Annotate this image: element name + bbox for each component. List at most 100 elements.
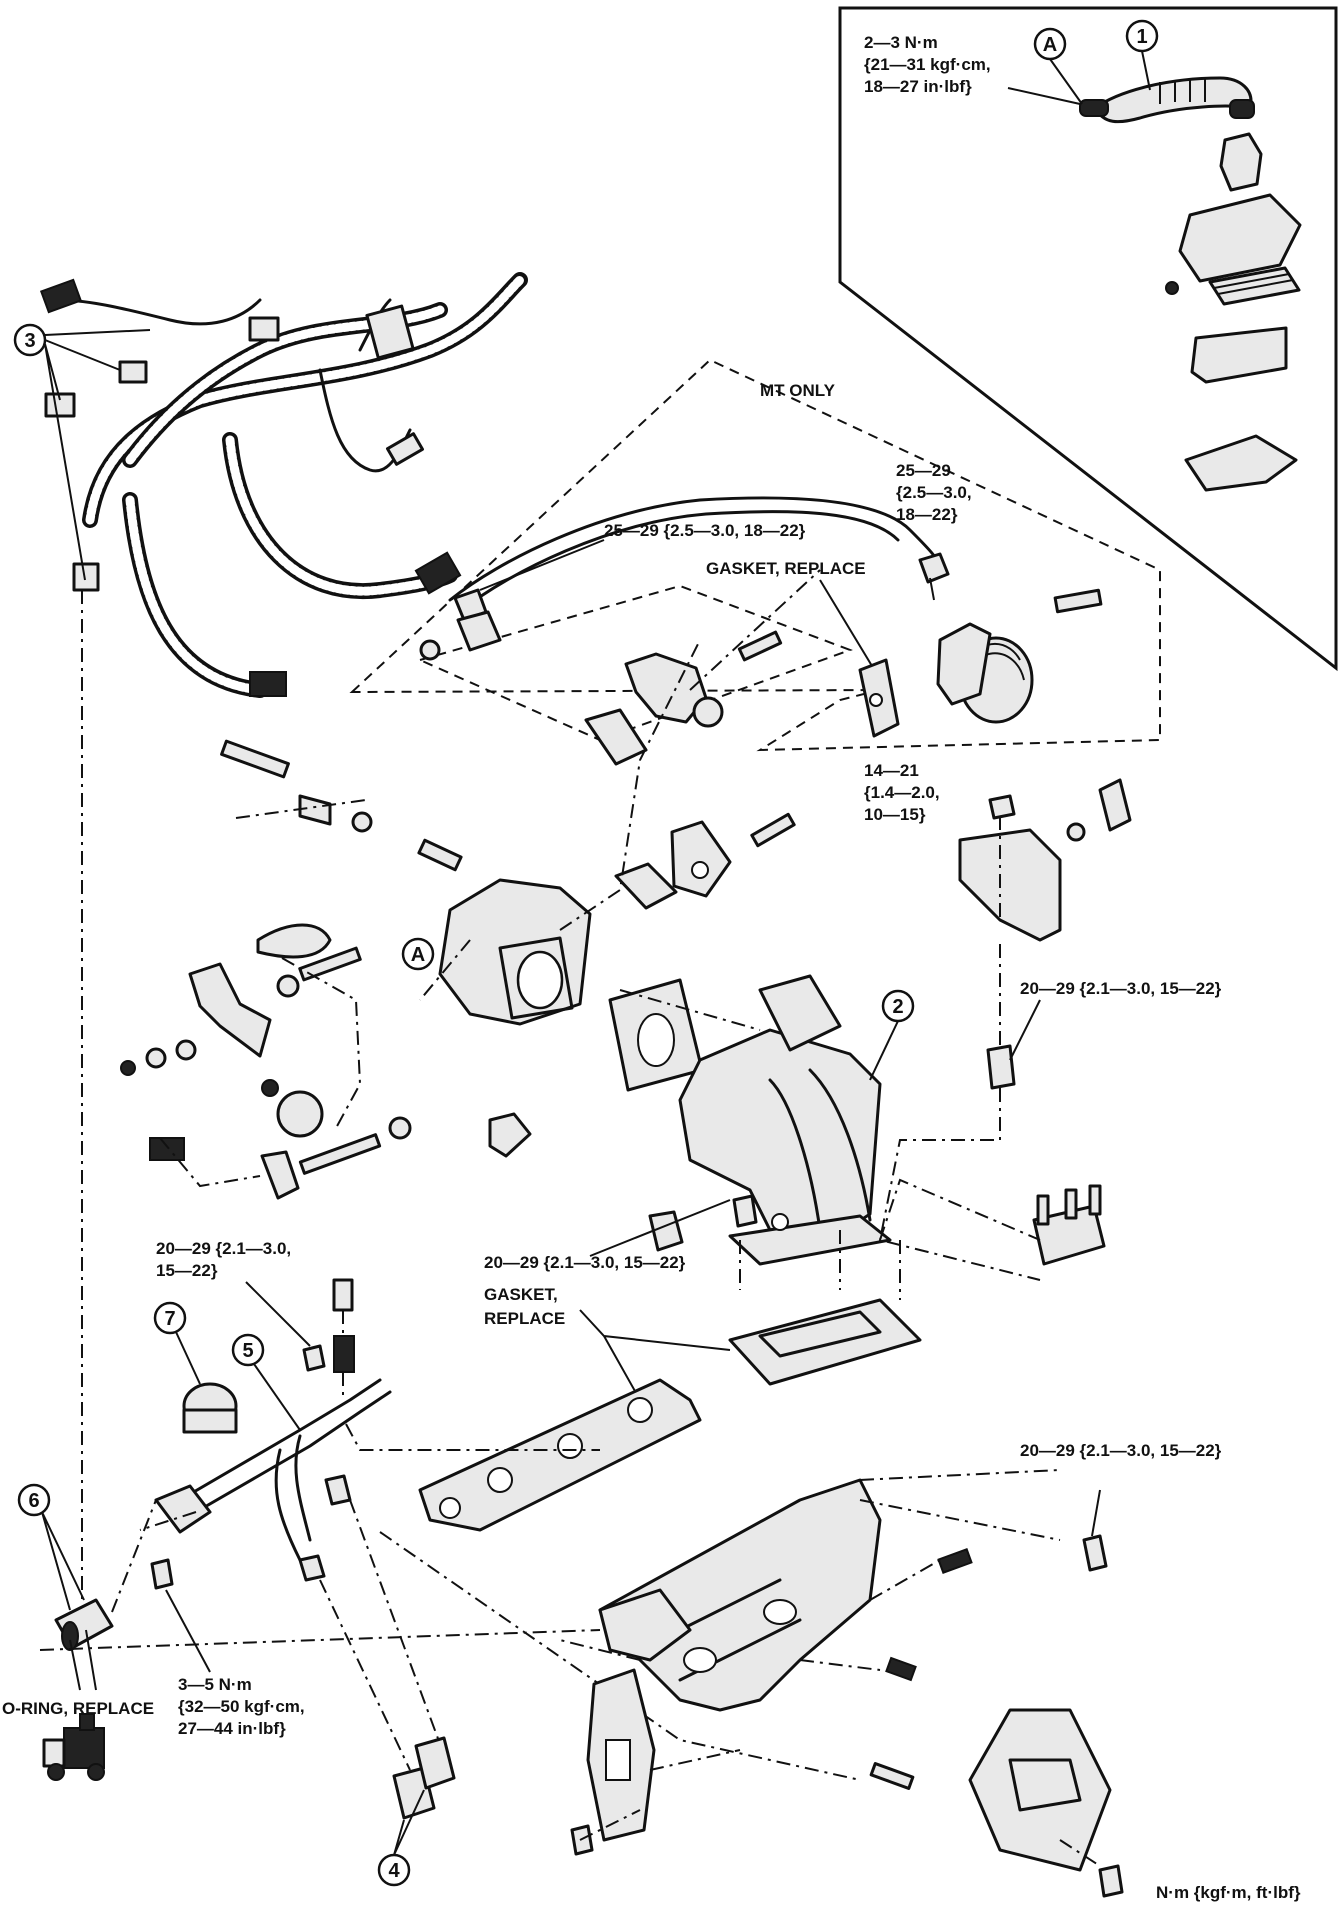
torque-20-29-right: 20—29 {2.1—3.0, 15—22} — [1020, 979, 1222, 998]
plenum-gasket — [728, 1298, 922, 1386]
inset-torque-line2: {21—31 kgf·cm, — [864, 55, 991, 74]
tps-gasket — [614, 862, 678, 910]
callout-6 — [17, 1483, 51, 1517]
linkage-washer — [276, 974, 300, 998]
vacuum-hose-connector-b — [414, 1736, 456, 1790]
harness-connector — [414, 551, 462, 595]
duct-clamp-b — [1229, 99, 1255, 119]
intake-plenum: 2 20—29 {2.1—3.0, 15—22} GASKET, REPLACE — [484, 974, 922, 1401]
fresh-air-duct — [1093, 76, 1253, 124]
wiring-harness: 3 — [13, 272, 528, 698]
intake-plenum-body — [678, 1028, 882, 1236]
gasket-replace-top: GASKET, REPLACE — [706, 559, 866, 578]
units-legend: N·m {kgf·m, ft·lbf} — [1156, 1883, 1301, 1902]
callout-5-text: 5 — [242, 1340, 253, 1362]
callout-A-throttle — [401, 937, 435, 971]
throttle-body — [438, 878, 592, 1026]
plenum-flange — [728, 1214, 892, 1266]
harness-connector — [365, 304, 415, 360]
plenum-throttle-face — [758, 974, 842, 1052]
water-hose-elbow — [488, 1112, 532, 1158]
harness-connector — [44, 392, 76, 418]
intake-manifold: 20—29 {2.1—3.0, 15—22} — [379, 1378, 1222, 1898]
pipe-fitting-right — [918, 552, 950, 584]
manifold-support-bracket — [968, 1708, 1112, 1872]
callout-A-throttle-text: A — [411, 944, 425, 966]
manifold-stud — [869, 1762, 915, 1790]
torque-20-29-lower-right: 20—29 {2.1—3.0, 15—22} — [1020, 1441, 1222, 1460]
pipe-torque-a-line1: 25—29 — [896, 461, 951, 480]
oring-replace-label: O-RING, REPLACE — [2, 1699, 154, 1718]
oring-install-tool-icon — [42, 1713, 105, 1781]
torque-14-21-line1: 14—21 — [864, 761, 919, 780]
vacuum-pipe — [448, 496, 942, 602]
idle-air-control-boundary — [417, 584, 853, 742]
air-cleaner-case — [1190, 326, 1288, 384]
manifold-bolt-lower-right — [1082, 1534, 1108, 1572]
linkage-stud — [298, 946, 362, 982]
throttle-body-area: A — [120, 569, 821, 1200]
inset-torque-line3: 18—27 in·lbf} — [864, 77, 972, 96]
harness-connector — [386, 432, 424, 466]
callout-4-text: 4 — [388, 1860, 400, 1882]
air-flow-meter — [1219, 132, 1263, 192]
pipe-torque-b: 25—29 {2.5—3.0, 18—22} — [604, 521, 806, 540]
harness-connector — [248, 316, 280, 342]
temp-sender — [885, 1656, 917, 1682]
callout-7-text: 7 — [164, 1308, 175, 1330]
harness-connector — [118, 360, 148, 384]
pipe-torque-a-line2: {2.5—3.0, — [896, 483, 972, 502]
bracket-nut — [988, 794, 1016, 820]
gasket-replace-mid-line1: GASKET, — [484, 1285, 558, 1304]
torque-14-21-line3: 10—15} — [864, 805, 926, 824]
harness-connector — [72, 562, 100, 592]
solenoid-bracket-area: 14—21 {1.4—2.0, 10—15} 20—29 {2.1—3.0, 1… — [864, 761, 1222, 1281]
air-bypass-hose — [256, 923, 332, 959]
mt-only-group: MT ONLY 25—29 {2.5—3.0, 18—22} 25—29 {2.… — [349, 358, 1161, 766]
callout-3-text: 3 — [24, 330, 35, 352]
pipe-nut — [456, 610, 502, 652]
cable-rod — [298, 1133, 382, 1175]
gasket-replace-mid-line2: REPLACE — [484, 1309, 565, 1328]
vacuum-chamber-flange — [936, 622, 992, 706]
callout-7 — [153, 1301, 187, 1335]
throttle-cable-connector — [149, 1137, 185, 1161]
torque-20-29-mid: 20—29 {2.1—3.0, 15—22} — [484, 1253, 686, 1272]
vacuum-chamber-bolt — [1053, 588, 1103, 614]
mt-only-boundary — [349, 358, 1161, 752]
vacuum-pipe-assembly — [178, 1378, 392, 1562]
callout-2-text: 2 — [892, 996, 903, 1018]
pipe-washer — [419, 639, 441, 661]
left-side-parts: 7 5 20—29 {2.1—3.0, 15—22} 4 6 O-RIN — [2, 590, 601, 1887]
duct-clamp-a — [1079, 99, 1109, 117]
torque-3-5-line3: 27—44 in·lbf} — [178, 1719, 286, 1738]
solenoid-bracket — [958, 828, 1062, 942]
throttle-spring — [298, 794, 332, 826]
inset-bolt — [1165, 281, 1179, 295]
harness-connector — [39, 278, 83, 314]
pipe-bracket — [154, 1484, 212, 1534]
left-bolt-small — [302, 1344, 326, 1372]
callout-6-text: 6 — [28, 1490, 39, 1512]
mt-only-label: MT ONLY — [760, 381, 836, 400]
vacuum-switch — [986, 1044, 1016, 1090]
accelerator-bracket — [188, 962, 272, 1058]
torque-20-29-left-line1: 20—29 {2.1—3.0, — [156, 1239, 291, 1258]
torque-3-5-line2: {32—50 kgf·cm, — [178, 1697, 305, 1716]
air-cleaner-bracket — [1184, 434, 1298, 492]
plenum-bolt — [732, 1194, 758, 1228]
vacuum-switch-upper — [332, 1278, 354, 1312]
throttle-cam — [276, 1090, 324, 1138]
callout-5 — [231, 1333, 265, 1367]
iac-bolt — [737, 630, 783, 662]
throttle-washer — [351, 811, 373, 833]
tps-bolt — [750, 812, 796, 848]
throttle-stop-bolt — [220, 739, 290, 779]
throttle-position-sensor — [670, 820, 732, 898]
torque-14-21-line2: {1.4—2.0, — [864, 783, 940, 802]
solenoid-lever — [1098, 778, 1132, 832]
callout-1-text: 1 — [1136, 26, 1147, 48]
air-cleaner-cover — [1178, 193, 1302, 283]
pipe-torque-a-line3: 18—22} — [896, 505, 958, 524]
